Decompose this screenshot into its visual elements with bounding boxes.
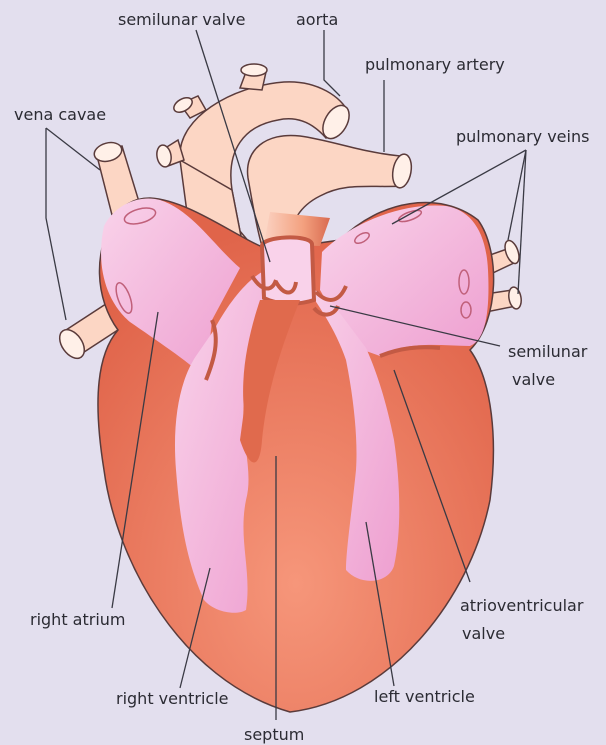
- label-right-ventricle: right ventricle: [116, 688, 229, 709]
- label-pulmonary-artery: pulmonary artery: [365, 54, 505, 75]
- label-pulmonary-veins: pulmonary veins: [456, 126, 589, 147]
- label-aorta: aorta: [296, 9, 338, 30]
- label-vena-cavae: vena cavae: [14, 104, 106, 125]
- label-semilunar-valve-right-2: valve: [512, 369, 555, 390]
- label-septum: septum: [244, 724, 304, 745]
- label-semilunar-valve-right: semilunar: [508, 341, 587, 362]
- label-right-atrium: right atrium: [30, 609, 126, 630]
- label-atrioventricular-valve-2: valve: [462, 623, 505, 644]
- label-semilunar-valve-top: semilunar valve: [118, 9, 245, 30]
- label-atrioventricular-valve: atrioventricular: [460, 595, 583, 616]
- label-left-ventricle: left ventricle: [374, 686, 475, 707]
